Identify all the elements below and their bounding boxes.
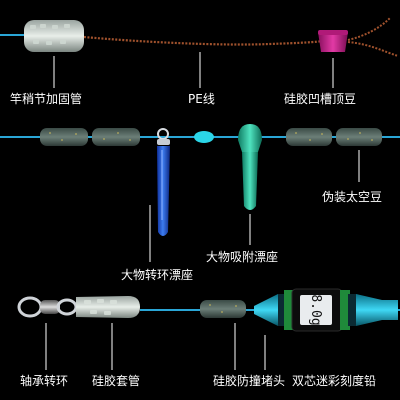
- sinker-weight-text: 8.0g: [308, 294, 323, 325]
- fake-space-bean-right-2: [336, 128, 382, 146]
- rod-tip-reinforcement-tube: [24, 20, 84, 52]
- label-anti-collision-plug: 硅胶防撞堵头: [213, 374, 286, 388]
- label-swivel-float-seat: 大物转环漂座: [121, 268, 194, 282]
- fake-space-bean-right-1: [286, 128, 332, 146]
- label-bearing-swivel: 轴承转环: [20, 374, 69, 388]
- label-fake-space-bean: 伪装太空豆: [322, 190, 383, 204]
- float-seat-clip: [194, 131, 214, 143]
- fake-space-bean-left-1: [40, 128, 88, 146]
- label-dual-core-sinker: 双芯迷彩刻度铅: [292, 374, 377, 388]
- pe-line: [83, 35, 323, 46]
- suction-float-seat: [238, 124, 262, 210]
- label-pe-line: PE线: [188, 92, 215, 106]
- anti-collision-plug: [200, 300, 246, 318]
- silicone-sleeve: [76, 296, 140, 318]
- bearing-swivel: [17, 296, 78, 318]
- dual-core-sinker: 8.0g: [254, 288, 398, 332]
- label-silicone-top-bean: 硅胶凹槽顶豆: [284, 92, 357, 106]
- label-rod-tip-tube: 竿稍节加固管: [10, 92, 83, 106]
- fake-space-bean-left-2: [92, 128, 140, 146]
- label-suction-float-seat: 大物吸附漂座: [206, 250, 279, 264]
- label-silicone-sleeve: 硅胶套管: [92, 374, 141, 388]
- swivel-float-seat: [157, 128, 170, 236]
- pe-line-tail: [347, 17, 399, 57]
- silicone-top-bean: [318, 30, 348, 52]
